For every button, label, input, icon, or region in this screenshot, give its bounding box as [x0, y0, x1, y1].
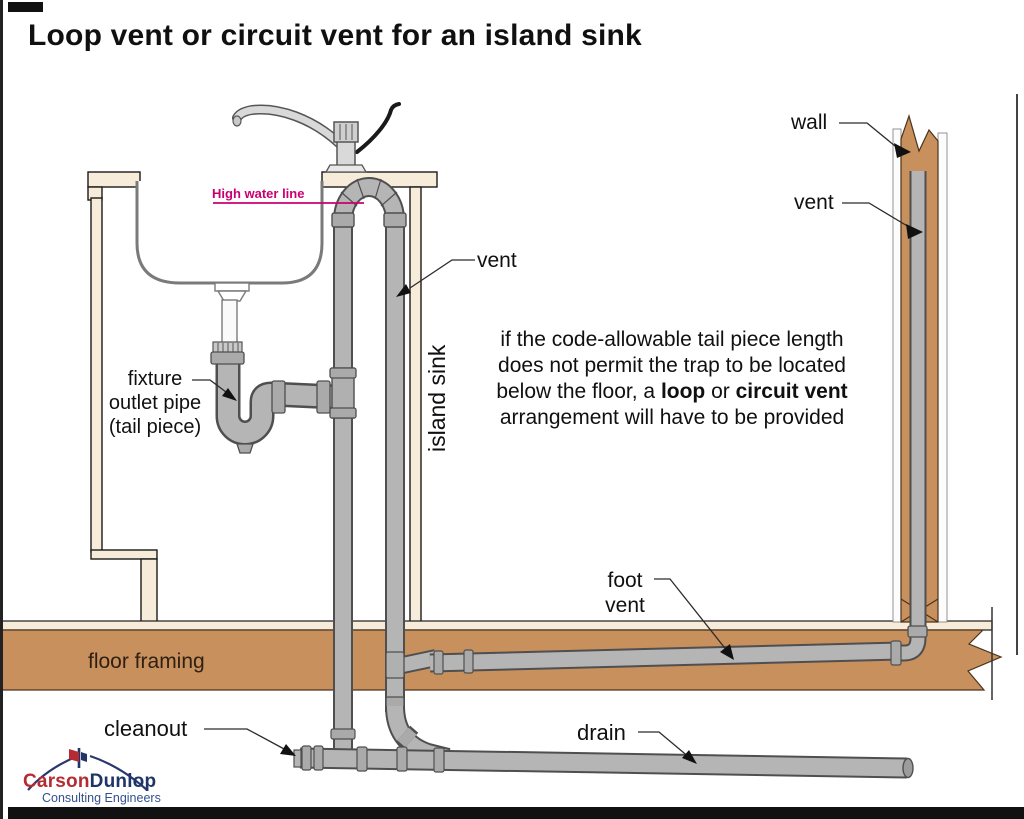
leader-arrowheads — [222, 143, 923, 764]
label-drain: drain — [577, 720, 626, 745]
carson-dunlop-logo-name: CarsonDunlop — [23, 771, 156, 793]
note-text-3: arrangement will have to be provided — [499, 406, 845, 429]
page-title: Loop vent or circuit vent for an island … — [28, 19, 642, 52]
note-text-2: or — [705, 380, 736, 403]
p-trap — [210, 341, 357, 454]
label-cleanout: cleanout — [104, 716, 188, 741]
note-bold-loop: loop — [660, 380, 706, 403]
note-bold-circuit-vent: circuit vent — [735, 380, 848, 403]
logo-dunlop: Dunlop — [89, 771, 157, 792]
logo-carson: Carson — [23, 771, 90, 792]
label-vent-wall: vent — [794, 191, 834, 214]
label-floor-framing: floor framing — [88, 650, 205, 673]
label-foot-vent: foot vent — [605, 569, 645, 617]
label-fixture-outlet-pipe: fixture outlet pipe (tail piece) — [108, 368, 202, 438]
drain-pipe — [293, 696, 914, 779]
faucet — [232, 102, 401, 173]
carson-dunlop-logo-mark — [27, 748, 148, 791]
logo-tagline: Consulting Engineers — [42, 791, 161, 805]
leader-lines — [192, 122, 910, 759]
label-island-sink: island sink — [424, 344, 450, 452]
code-note: if the code-allowable tail piece length … — [494, 327, 850, 431]
note-text-1: if the code-allowable tail piece length … — [496, 328, 846, 403]
wall-vent-pipe — [897, 171, 928, 662]
foot-vent-pipe — [385, 640, 902, 679]
sink-basin — [135, 181, 324, 344]
label-vent-loop: vent — [477, 249, 517, 272]
loop-vent-pipes — [331, 177, 407, 753]
label-wall: wall — [791, 111, 828, 134]
label-high-water-line: High water line — [212, 186, 305, 201]
